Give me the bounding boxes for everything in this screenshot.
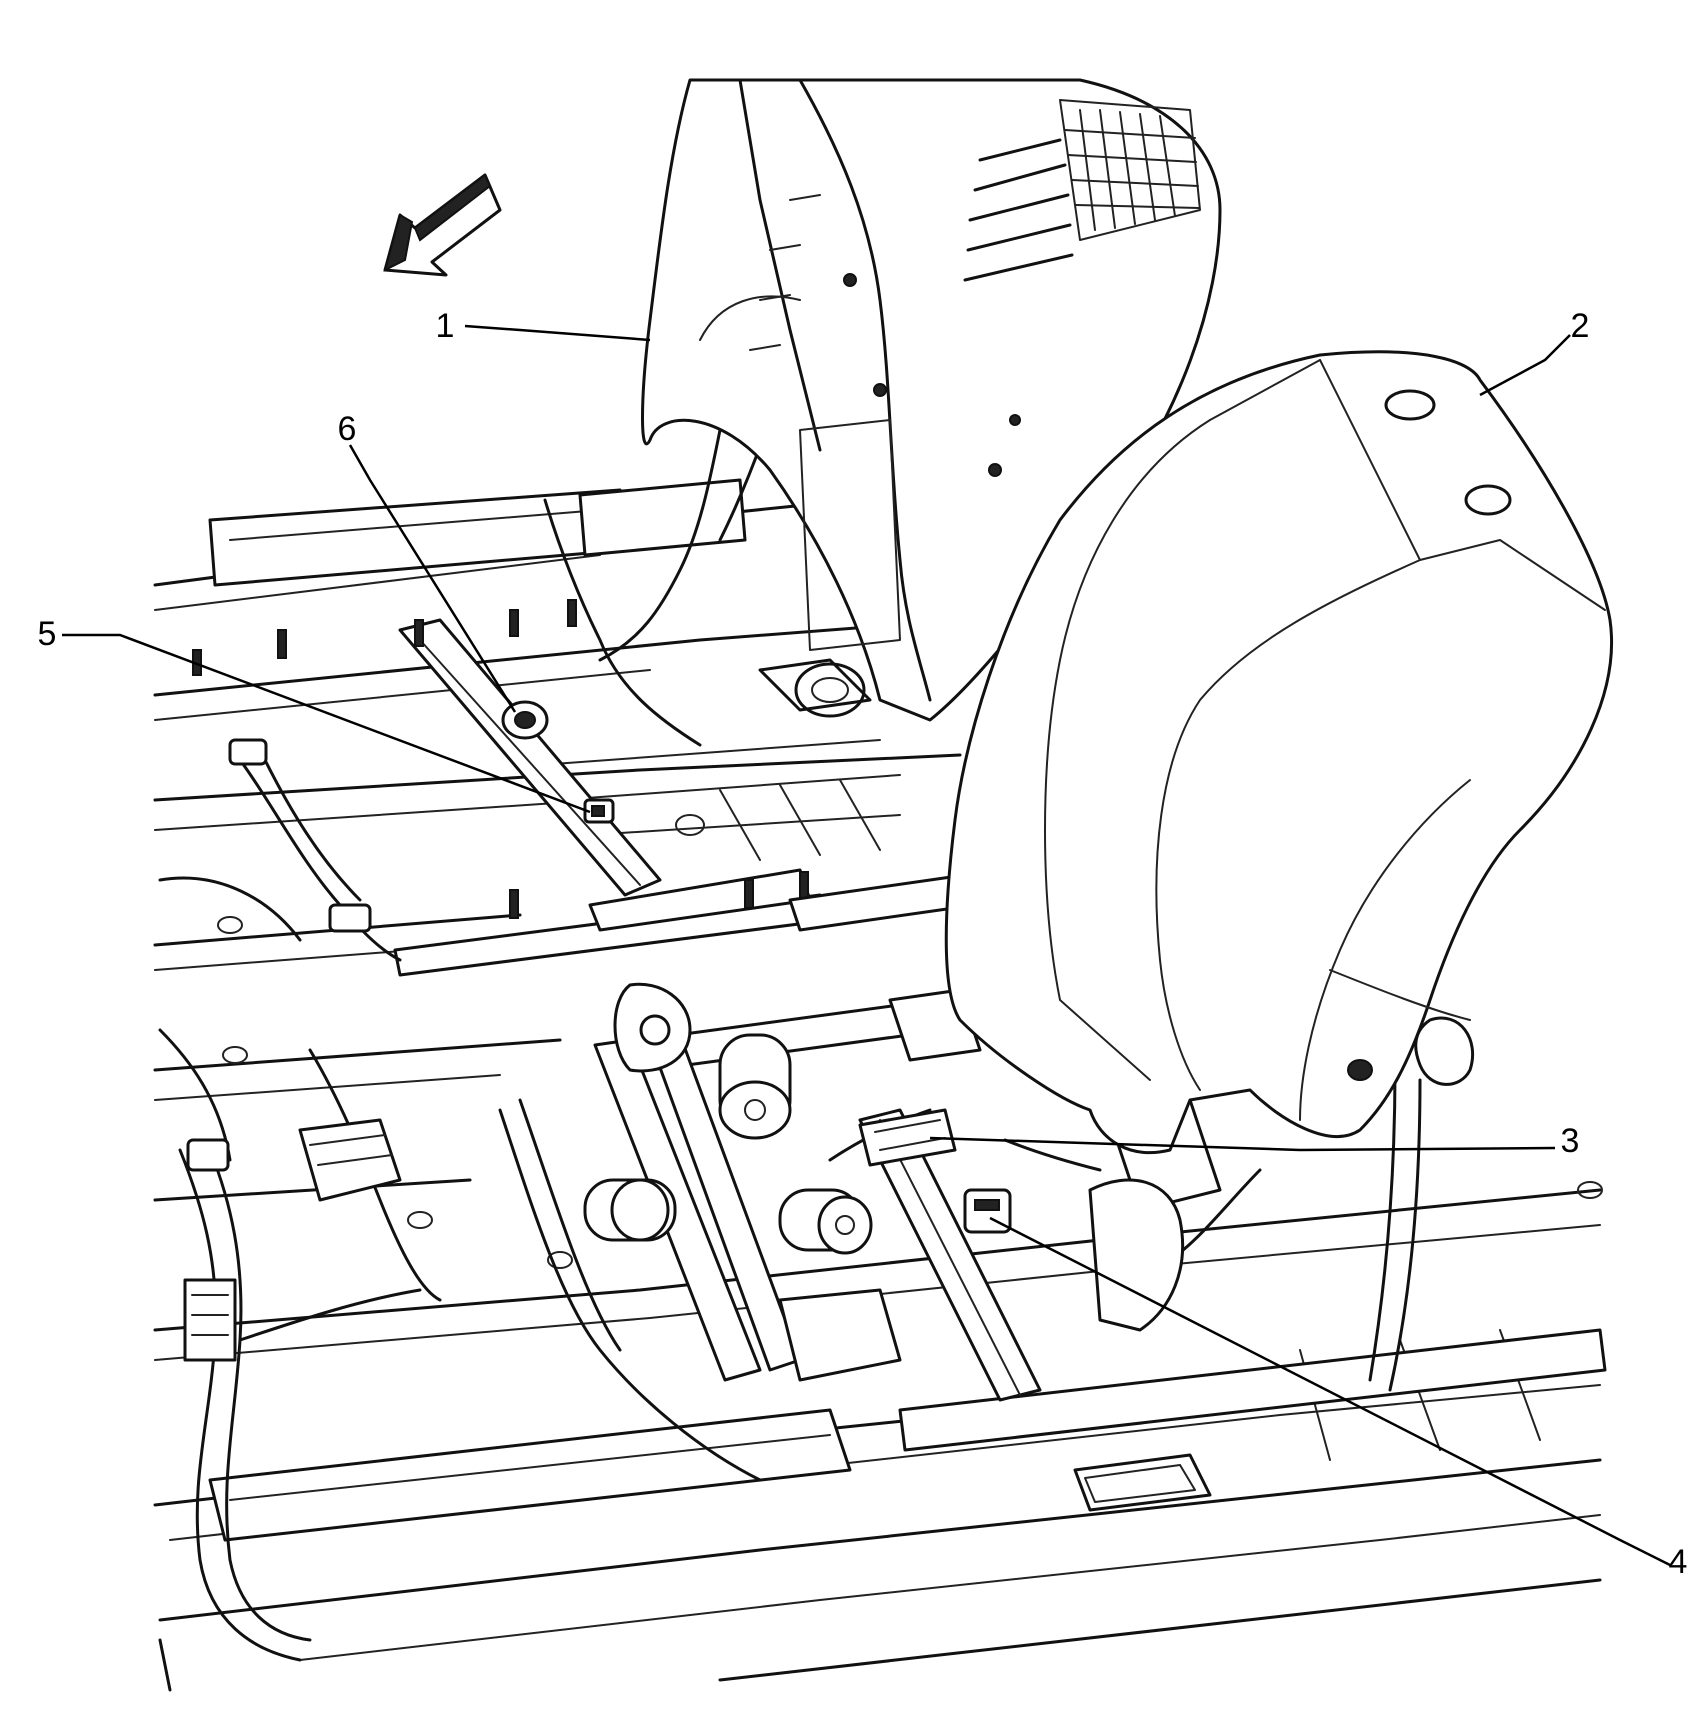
seat-motor — [718, 1033, 792, 1140]
callout-labels: 1 2 3 4 5 6 — [38, 307, 1688, 1581]
callout-4-label: 4 — [1669, 1543, 1688, 1581]
seat-adjust-knob — [1414, 1016, 1475, 1086]
callout-3-label: 3 — [1561, 1122, 1580, 1160]
callout-6-label: 6 — [338, 410, 357, 448]
callout-2-leader — [1479, 334, 1571, 397]
callout-4-leader — [989, 1216, 1671, 1567]
floor-access-cover — [758, 658, 872, 712]
floor-drain-hole — [794, 662, 866, 718]
callout-2-label: 2 — [1571, 307, 1590, 345]
mounting-studs — [192, 599, 809, 919]
power-seat-adjuster — [583, 868, 1222, 1402]
seat-cushion — [944, 350, 1613, 1155]
seat-rails — [192, 478, 1607, 1542]
callout-5-label: 5 — [38, 615, 57, 653]
callout-leaders — [62, 324, 1671, 1567]
callout-5-leader — [62, 633, 591, 814]
seat-back-grid — [1059, 99, 1201, 241]
front-direction-arrow-icon — [383, 173, 502, 277]
seat-connectors — [501, 700, 1012, 1234]
seat-motor — [778, 1188, 873, 1255]
callout-1-leader — [464, 324, 651, 342]
seat-back-frame — [641, 78, 1222, 722]
callout-6-leader — [348, 444, 517, 713]
harness-connector — [183, 1278, 237, 1362]
callout-3-leader — [929, 1136, 1556, 1152]
connector-3 — [858, 1108, 957, 1167]
seat-motor — [583, 1178, 677, 1242]
callout-1-label: 1 — [436, 307, 455, 345]
